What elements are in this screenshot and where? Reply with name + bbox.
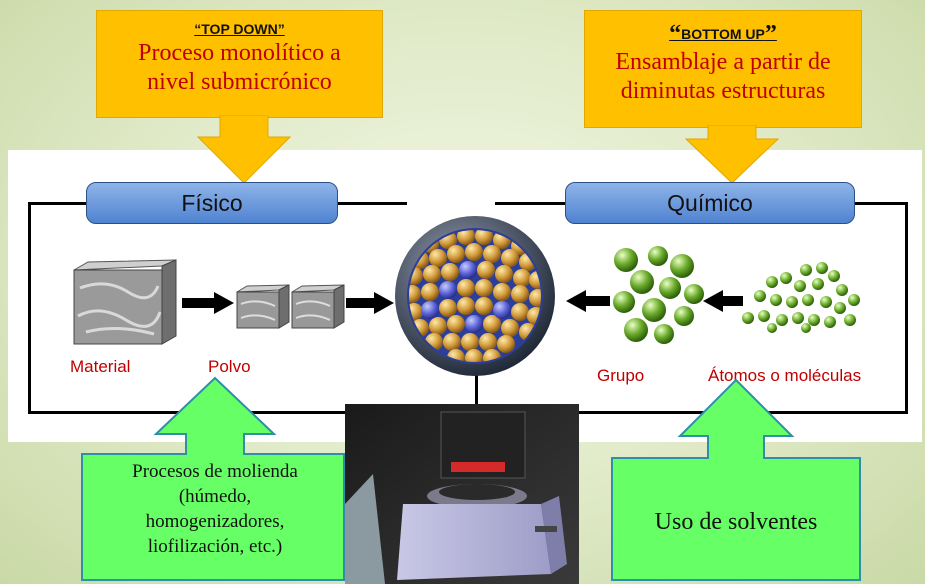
arrow-group-to-nanoparticle: [566, 290, 610, 312]
center-vertical-line: [475, 372, 478, 412]
homogenizer-equipment-photo: [345, 404, 579, 584]
material-label: Material: [70, 357, 131, 376]
right-frame-top-left: [495, 202, 565, 205]
chemical-tab-label: Químico: [667, 189, 753, 216]
arrow-material-to-powder: [182, 292, 234, 314]
material-block-image: [73, 259, 177, 345]
nanoparticle-sphere: [395, 216, 555, 376]
physical-tab: Físico: [86, 182, 338, 224]
group-label: Grupo: [597, 366, 645, 385]
bottom-up-heading-text: BOTTOM UP: [681, 26, 765, 42]
left-frame-left: [28, 202, 31, 414]
milling-note-line4: liofilización, etc.): [147, 536, 283, 557]
milling-note-line2: (húmedo,: [178, 486, 252, 507]
bottom-up-callout: “BOTTOM UP” Ensamblaje a partir de dimin…: [584, 10, 862, 128]
bottom-up-description-line2: diminutas estructuras: [620, 78, 826, 104]
top-down-heading: “TOP DOWN”: [194, 21, 285, 37]
milling-callout-shape: [81, 376, 345, 581]
left-frame-top: [28, 202, 86, 205]
top-down-arrow: [196, 115, 292, 184]
bottom-up-heading: “BOTTOM UP”: [585, 21, 861, 48]
solvents-callout-shape: [611, 378, 861, 581]
milling-note-line3: homogenizadores,: [145, 511, 285, 532]
physical-tab-label: Físico: [181, 189, 243, 216]
bottom-up-description-line1: Ensamblaje a partir de: [615, 49, 831, 75]
top-down-description-line2: nivel submicrónico: [147, 69, 332, 95]
powder-cube-2: [291, 284, 345, 329]
powder-label: Polvo: [208, 357, 251, 376]
milling-note: Procesos de molienda (húmedo, homogeniza…: [82, 459, 348, 559]
right-frame-bottom: [476, 411, 908, 414]
left-frame-top-right: [336, 202, 407, 205]
milling-note-line1: Procesos de molienda: [132, 461, 298, 482]
chemical-tab: Químico: [565, 182, 855, 224]
right-frame-right: [905, 202, 908, 414]
top-down-description-line1: Proceso monolítico a: [138, 40, 341, 66]
bottom-up-close-quote: ”: [764, 21, 777, 47]
powder-cube-1: [236, 284, 290, 329]
arrow-atoms-to-group: [703, 290, 743, 312]
group-cluster-image: [613, 246, 704, 344]
right-frame-top: [853, 202, 908, 205]
bottom-up-open-quote: “: [669, 21, 682, 47]
atoms-molecules-image: [742, 262, 860, 333]
solvents-note: Uso de solventes: [654, 509, 818, 535]
arrow-powder-to-nanoparticle: [346, 292, 394, 314]
atoms-molecules-label: Átomos o moléculas: [708, 366, 862, 385]
top-down-callout: “TOP DOWN” Proceso monolítico a nivel su…: [96, 10, 383, 118]
bottom-up-arrow: [684, 125, 780, 184]
